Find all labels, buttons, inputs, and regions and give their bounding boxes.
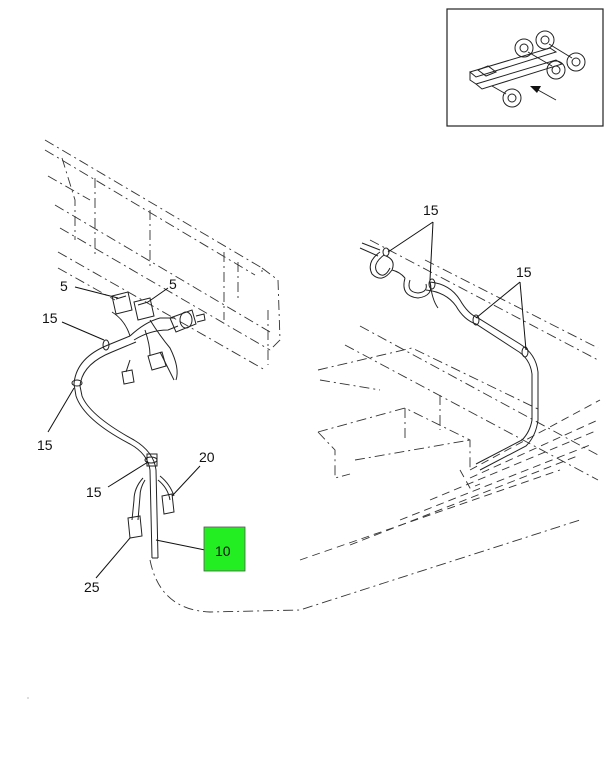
harness-clamp (71, 339, 158, 467)
harness-clamp (382, 247, 529, 358)
callout-15-left-upper: 15 (42, 310, 58, 326)
leader-lines (47, 221, 527, 579)
connector-20 (161, 493, 175, 515)
callout-15-right-mid: 15 (516, 264, 532, 280)
connector-5b (133, 297, 155, 321)
connector-mid (147, 351, 167, 371)
connector-5a (111, 291, 133, 315)
connector-small (121, 369, 135, 385)
locator-inset (446, 8, 604, 127)
frame-structure (149, 239, 601, 613)
callout-10-highlight[interactable]: 10 (203, 526, 246, 572)
callout-10: 10 (215, 543, 231, 559)
callout-5-upper-left: 5 (60, 278, 68, 294)
locator-arrow-icon (530, 86, 557, 101)
callout-15-left-lower: 15 (86, 484, 102, 500)
harness-loop (369, 251, 439, 309)
wire-harness-right (359, 242, 539, 471)
sensor-switch (169, 309, 206, 333)
stray-mark (27, 697, 29, 699)
connector-25 (127, 515, 143, 539)
callout-25: 25 (84, 579, 100, 595)
callout-20: 20 (199, 449, 215, 465)
callout-15-left-mid: 15 (37, 437, 53, 453)
wire-harness-left (71, 311, 179, 559)
callout-15-right-upper: 15 (423, 202, 439, 218)
body-panel-structure (44, 139, 281, 371)
connectors-left (111, 291, 206, 539)
truck-chassis-icon (468, 30, 586, 108)
callout-5-upper-right: 5 (169, 276, 177, 292)
